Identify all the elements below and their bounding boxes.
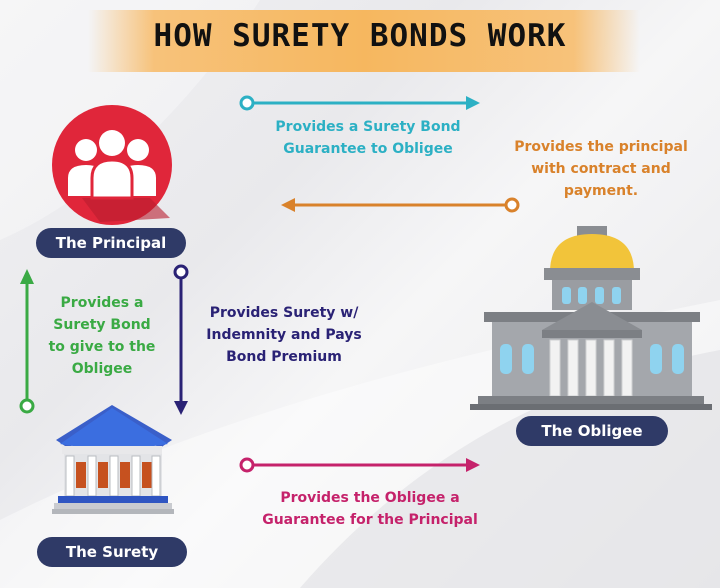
flow-label-surety-to-obligee: Provides the Obligee a Guarantee for the… <box>262 490 478 528</box>
arrow-principal-to-surety <box>173 264 189 415</box>
surety-label: The Surety <box>37 537 187 567</box>
title-band <box>88 10 640 72</box>
principal-label: The Principal <box>36 228 186 258</box>
flow-label-principal-to-surety: Provides Surety w/ Indemnity and Pays Bo… <box>206 305 362 365</box>
obligee-label: The Obligee <box>516 416 668 446</box>
arrow-surety-to-principal <box>19 269 35 414</box>
flow-label-principal-to-obligee: Provides a Surety Bond Guarantee to Obli… <box>275 119 461 157</box>
arrow-surety-to-obligee <box>239 457 480 473</box>
arrow-obligee-to-principal <box>281 197 520 213</box>
page-title: HOW SURETY BONDS WORK <box>153 18 567 54</box>
flow-label-obligee-to-principal: Provides the principal with contract and… <box>514 139 688 199</box>
flow-label-surety-to-principal: Provides a Surety Bond to give to the Ob… <box>48 295 156 377</box>
arrow-principal-to-obligee <box>239 95 480 111</box>
